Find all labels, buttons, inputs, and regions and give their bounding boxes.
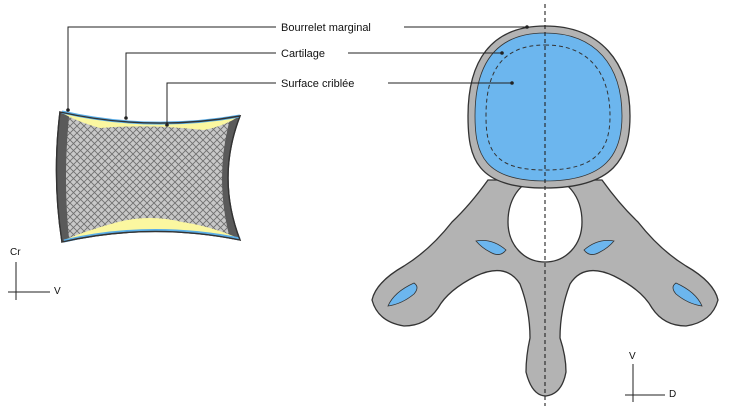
costal-facet-left	[387, 282, 418, 307]
vertebra-superior-view	[371, 4, 719, 406]
cartilage-boundary-dashed	[485, 44, 611, 171]
leader-dot	[66, 108, 70, 112]
axis-lateral-horizontal-label: V	[54, 286, 61, 297]
leader-dot	[525, 25, 529, 29]
axis-top-horizontal-label: D	[669, 389, 677, 400]
facet-left	[475, 240, 507, 255]
leader-dot	[500, 51, 504, 55]
leader-dot	[165, 123, 169, 127]
vertebral-foramen	[507, 176, 583, 263]
vertebral-body-lateral	[55, 110, 242, 243]
leader-cartilage	[125, 52, 276, 118]
orientation-axes-top	[625, 364, 665, 402]
axis-top-vertical-label: V	[629, 351, 636, 362]
axis-lateral-vertical-label: Cr	[10, 247, 21, 258]
leader-surface	[166, 82, 276, 125]
cartilage-upper	[62, 113, 238, 130]
leader-dot	[510, 81, 514, 85]
facet-right	[583, 240, 615, 255]
leader-lines	[66, 25, 529, 127]
orientation-axes-lateral	[8, 262, 50, 300]
vertebral-body-outline	[55, 111, 242, 243]
surface-criblee-area	[474, 32, 623, 182]
leader-bourrelet	[67, 26, 276, 110]
costal-facet-right	[672, 282, 703, 307]
leader-dot	[124, 116, 128, 120]
label-surface-criblee: Surface criblée	[281, 78, 355, 90]
label-cartilage: Cartilage	[281, 48, 326, 60]
label-bourrelet-marginal: Bourrelet marginal	[281, 22, 371, 34]
